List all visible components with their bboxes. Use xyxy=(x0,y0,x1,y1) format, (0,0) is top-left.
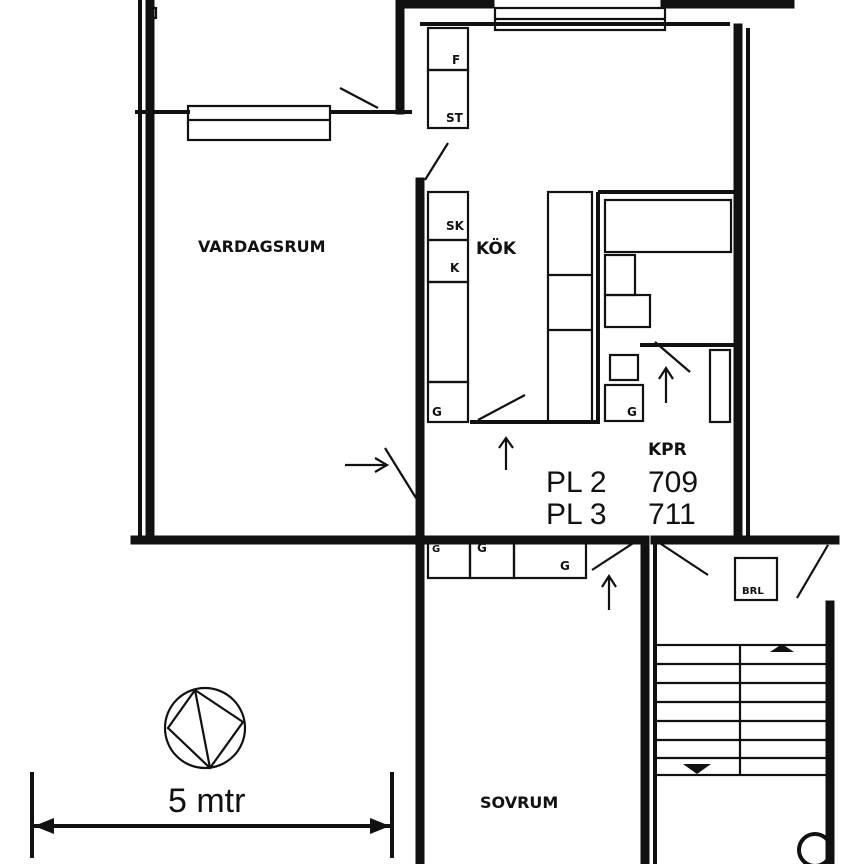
label-sink: SK xyxy=(446,219,465,233)
wardrobe-box-5 xyxy=(512,536,588,580)
floor2-number: 709 xyxy=(648,466,698,499)
staircase xyxy=(653,643,833,864)
arrow-up-icon xyxy=(498,436,514,470)
floor3-number: 711 xyxy=(648,498,696,531)
arrow-right-icon xyxy=(345,457,390,473)
brl-box xyxy=(733,556,779,602)
door-swing-stair xyxy=(654,539,709,576)
doors xyxy=(339,87,829,599)
entry-arrows xyxy=(345,365,674,610)
door-swing-bedroom xyxy=(591,539,639,571)
scale-arrow-left-icon xyxy=(34,818,54,834)
walls xyxy=(130,0,840,864)
column-icon xyxy=(797,832,833,864)
arrow-up-icon-3 xyxy=(601,573,617,610)
floor3-label: PL 3 xyxy=(546,498,607,531)
label-wardrobe-4: G xyxy=(560,559,570,573)
scale-arrow-right-icon xyxy=(370,818,390,834)
label-wardrobe-2: G xyxy=(627,405,637,419)
stove-box xyxy=(603,253,637,297)
arrow-up-icon-2 xyxy=(658,365,674,403)
freezer-box xyxy=(426,26,470,72)
plan-info-label: KPR xyxy=(648,440,687,460)
stair-arrow-up-icon xyxy=(770,644,794,652)
stair-arrow-down-icon xyxy=(683,764,711,774)
label-cooker: K xyxy=(450,261,460,275)
windows xyxy=(146,6,667,142)
window-living xyxy=(186,104,332,142)
shower-box xyxy=(708,348,732,424)
door-swing-brl xyxy=(796,544,829,599)
door-swing-balcony xyxy=(339,87,379,109)
wardrobe-box-2 xyxy=(603,383,645,423)
door-swing-hall xyxy=(477,394,526,421)
floor2-label: PL 2 xyxy=(546,466,607,499)
compass-icon xyxy=(163,686,247,770)
door-swing-living xyxy=(384,447,417,499)
counter-right xyxy=(546,190,594,424)
wardrobe-box-1 xyxy=(426,380,470,424)
counter-box xyxy=(426,280,470,384)
door-swing-kitchen xyxy=(424,142,449,181)
room-label-kitchen: KÖK xyxy=(476,237,517,259)
scale-label: 5 mtr xyxy=(168,782,245,820)
label-fridge: ST xyxy=(446,111,464,125)
room-label-living: VARDAGSRUM xyxy=(198,237,326,256)
room-label-bedroom: SOVRUM xyxy=(480,793,558,812)
hall-fixtures xyxy=(426,536,779,602)
label-freezer: F xyxy=(452,53,460,67)
label-wardrobe-5: G xyxy=(432,544,440,555)
label-wardrobe-3: G xyxy=(477,541,487,555)
sink-small xyxy=(608,353,640,382)
fridge-box xyxy=(426,68,470,130)
label-wardrobe-1: G xyxy=(432,405,442,419)
kitchen-fixtures xyxy=(426,26,733,424)
scale-bar xyxy=(30,772,394,858)
cooker-box xyxy=(426,238,470,284)
door-swing-bath xyxy=(654,341,691,373)
pantry-shelf xyxy=(603,198,733,254)
label-bath: BRL xyxy=(742,586,764,597)
